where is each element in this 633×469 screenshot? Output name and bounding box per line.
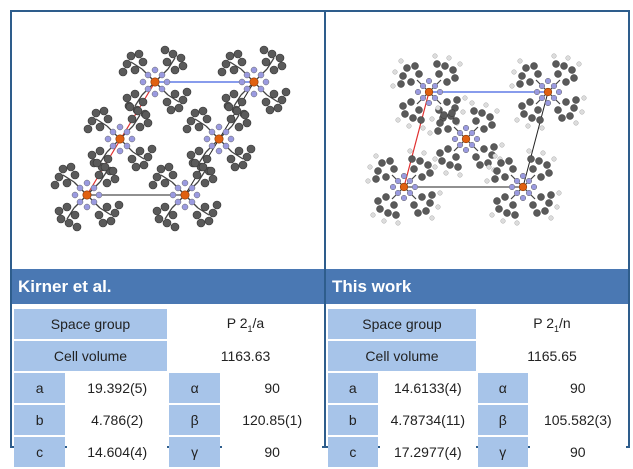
gamma-label: γ xyxy=(168,437,221,467)
right-cell-parameters-table: Space group P 21/n Cell volume 1165.65 a… xyxy=(326,307,628,469)
space-group-row: Space group P 21/n xyxy=(328,309,626,339)
space-group-label: Space group xyxy=(328,309,476,339)
unit-cell xyxy=(403,91,549,188)
cell-volume-label: Cell volume xyxy=(328,341,476,371)
alpha-value: 90 xyxy=(222,373,322,403)
a-label: a xyxy=(328,373,378,403)
c-row: c 14.604(4) γ 90 xyxy=(14,437,322,467)
comparison-figure: Kirner et al. Space group P 21/a Cell vo… xyxy=(10,10,630,467)
a-row: a 19.392(5) α 90 xyxy=(14,373,322,403)
c-row: c 17.2977(4) γ 90 xyxy=(328,437,626,467)
a-row: a 14.6133(4) α 90 xyxy=(328,373,626,403)
gamma-value: 90 xyxy=(222,437,322,467)
left-panel-title: Kirner et al. xyxy=(12,269,324,304)
c-value: 14.604(4) xyxy=(67,437,167,467)
cell-volume-row: Cell volume 1165.65 xyxy=(328,341,626,371)
b-row: b 4.786(2) β 120.85(1) xyxy=(14,405,322,435)
alpha-value: 90 xyxy=(529,373,626,403)
c-label: c xyxy=(328,437,378,467)
a-label: a xyxy=(14,373,66,403)
right-panel-title: This work xyxy=(326,269,628,304)
b-value: 4.78734(11) xyxy=(379,405,476,435)
b-label: b xyxy=(14,405,66,435)
right-crystal-structure-image xyxy=(326,12,628,267)
space-group-label: Space group xyxy=(14,309,167,339)
b-label: b xyxy=(328,405,378,435)
c-value: 17.2977(4) xyxy=(379,437,476,467)
b-row: b 4.78734(11) β 105.582(3) xyxy=(328,405,626,435)
beta-label: β xyxy=(168,405,221,435)
c-label: c xyxy=(14,437,66,467)
left-panel: Kirner et al. Space group P 21/a Cell vo… xyxy=(10,10,325,467)
cell-volume-value: 1163.63 xyxy=(168,341,322,371)
alpha-label: α xyxy=(477,373,528,403)
left-cell-parameters-table: Space group P 21/a Cell volume 1163.63 a… xyxy=(12,307,324,469)
space-group-value: P 21/n xyxy=(477,309,626,339)
space-group-value: P 21/a xyxy=(168,309,322,339)
gamma-value: 90 xyxy=(529,437,626,467)
left-crystal-structure-svg xyxy=(50,45,291,232)
left-crystal-structure-image xyxy=(12,12,324,267)
right-panel: This work Space group P 21/n Cell volume… xyxy=(325,10,630,467)
cell-volume-row: Cell volume 1163.63 xyxy=(14,341,322,371)
cell-volume-label: Cell volume xyxy=(14,341,167,371)
a-value: 14.6133(4) xyxy=(379,373,476,403)
b-value: 4.786(2) xyxy=(67,405,167,435)
beta-value: 120.85(1) xyxy=(222,405,322,435)
cell-volume-value: 1165.65 xyxy=(477,341,626,371)
gamma-label: γ xyxy=(477,437,528,467)
a-value: 19.392(5) xyxy=(67,373,167,403)
beta-value: 105.582(3) xyxy=(529,405,626,435)
right-crystal-structure-svg xyxy=(365,53,587,226)
beta-label: β xyxy=(477,405,528,435)
alpha-label: α xyxy=(168,373,221,403)
space-group-row: Space group P 21/a xyxy=(14,309,322,339)
